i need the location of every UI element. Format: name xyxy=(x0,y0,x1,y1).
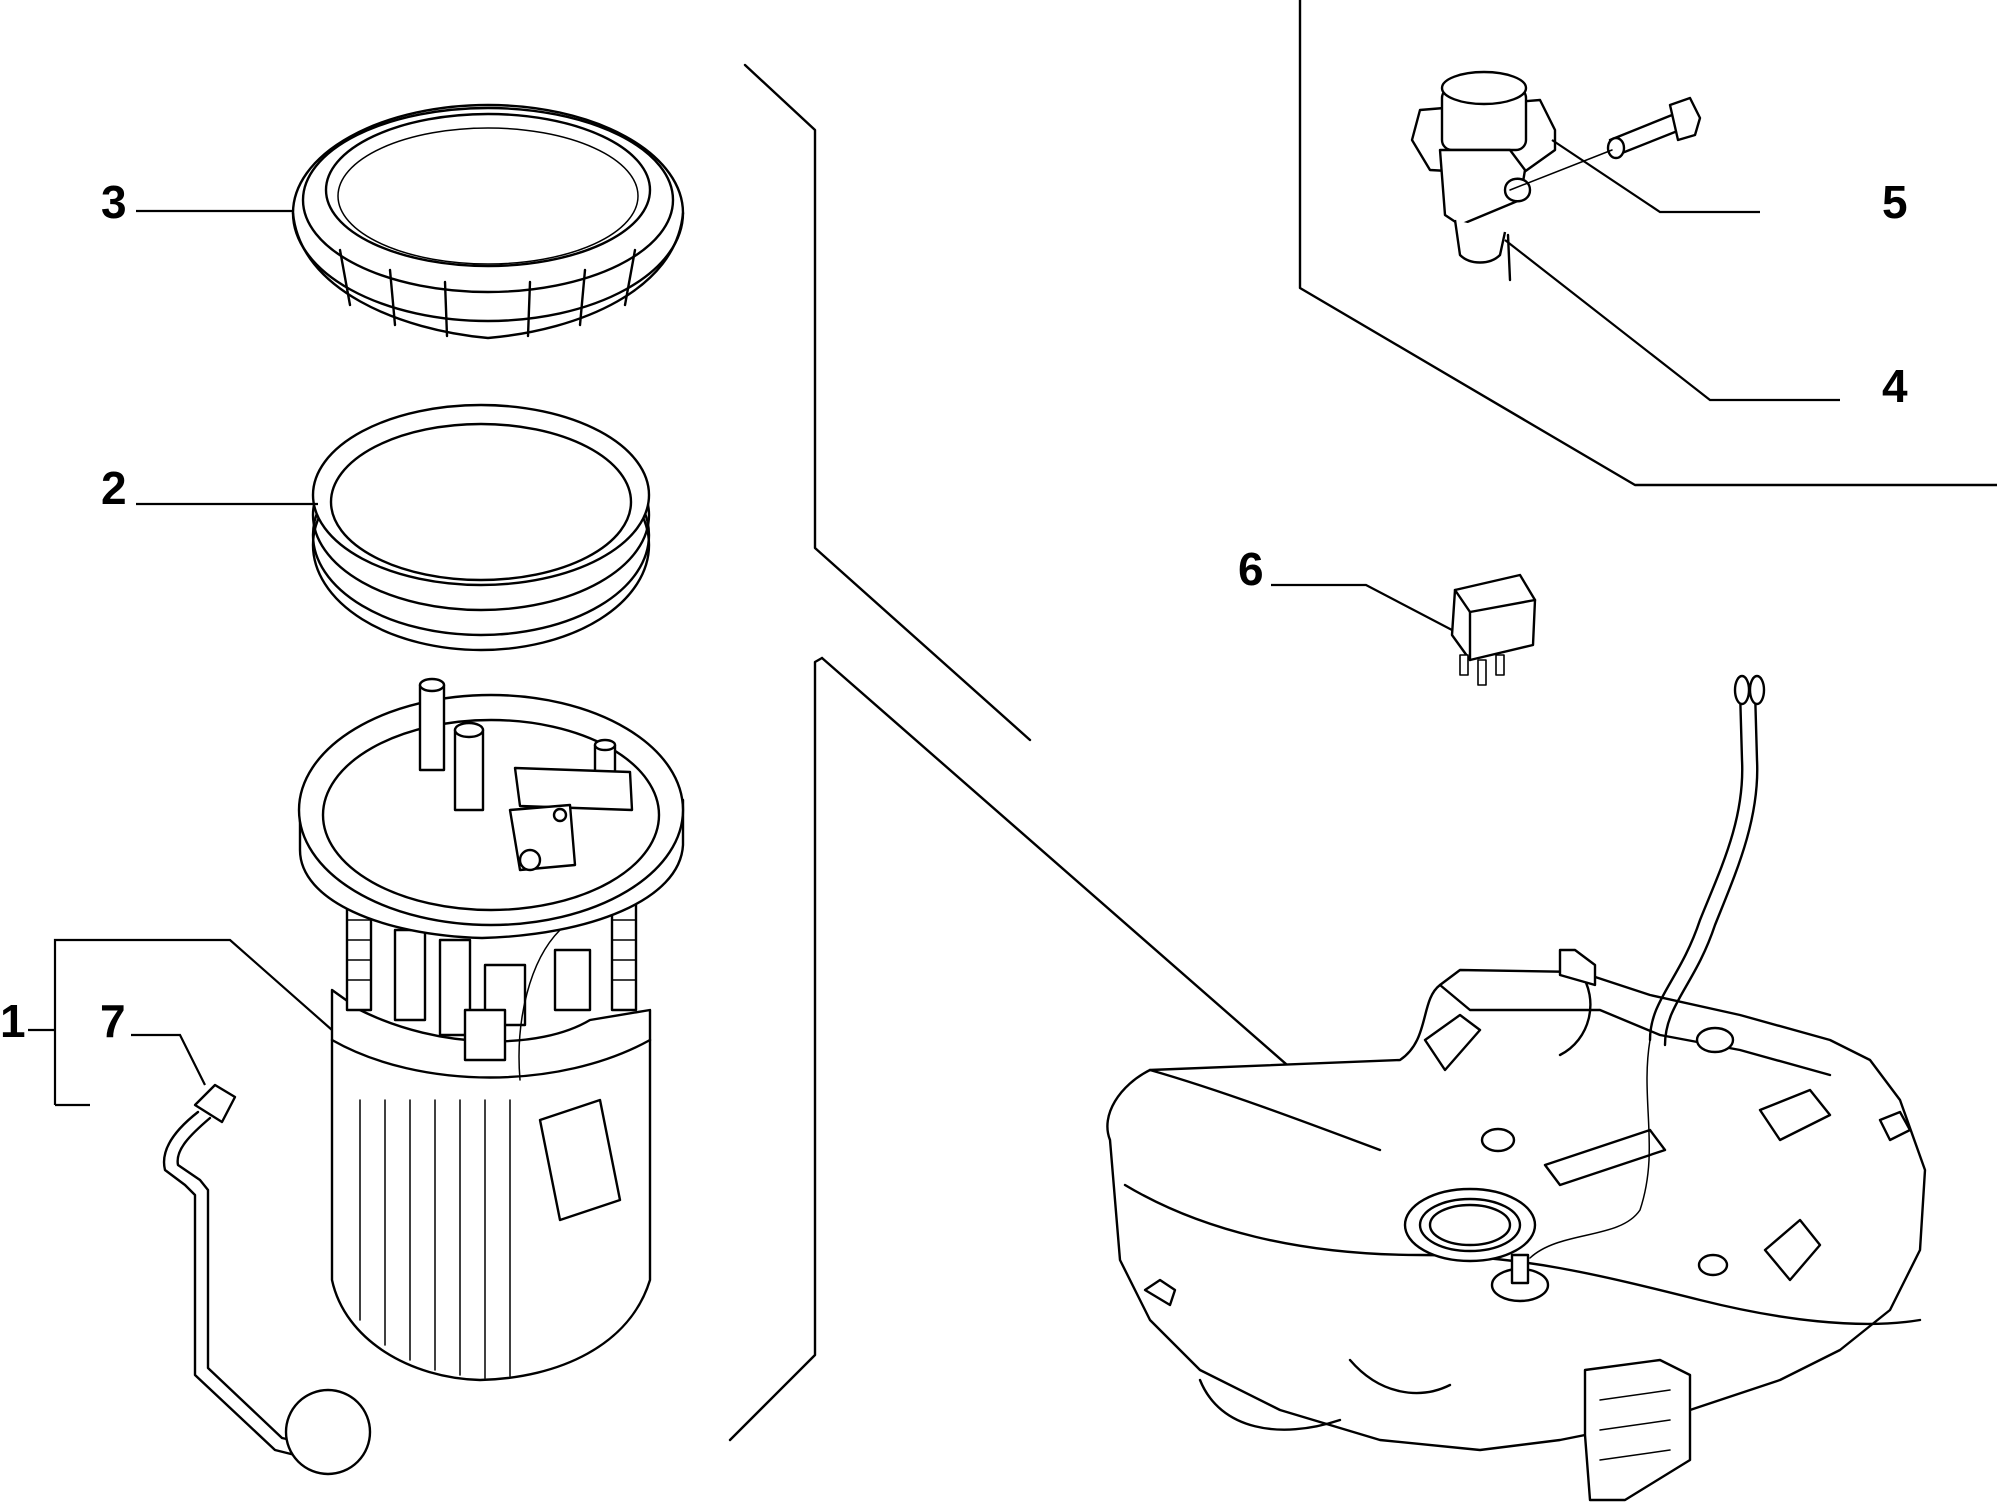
callout-4: 4 xyxy=(1882,360,1908,412)
fuel-tank xyxy=(1106,674,1927,1502)
inertia-switch xyxy=(1410,70,1557,282)
mounting-bolt xyxy=(1509,96,1702,191)
callout-1: 1 xyxy=(0,995,26,1047)
callout-6: 6 xyxy=(1238,543,1264,595)
fuel-pump-module xyxy=(297,677,685,1382)
retaining-ring xyxy=(291,103,685,340)
section-divider-left xyxy=(728,63,1312,1442)
float-level-sender xyxy=(162,1083,372,1476)
callout-2: 2 xyxy=(101,462,127,514)
section-divider-top-right xyxy=(1298,0,1997,487)
relay xyxy=(1450,573,1537,686)
callout-7: 7 xyxy=(100,995,126,1047)
callout-3: 3 xyxy=(101,176,127,228)
gasket-seal xyxy=(311,403,651,652)
callout-5: 5 xyxy=(1882,176,1908,228)
leader-lines xyxy=(28,139,1840,1107)
